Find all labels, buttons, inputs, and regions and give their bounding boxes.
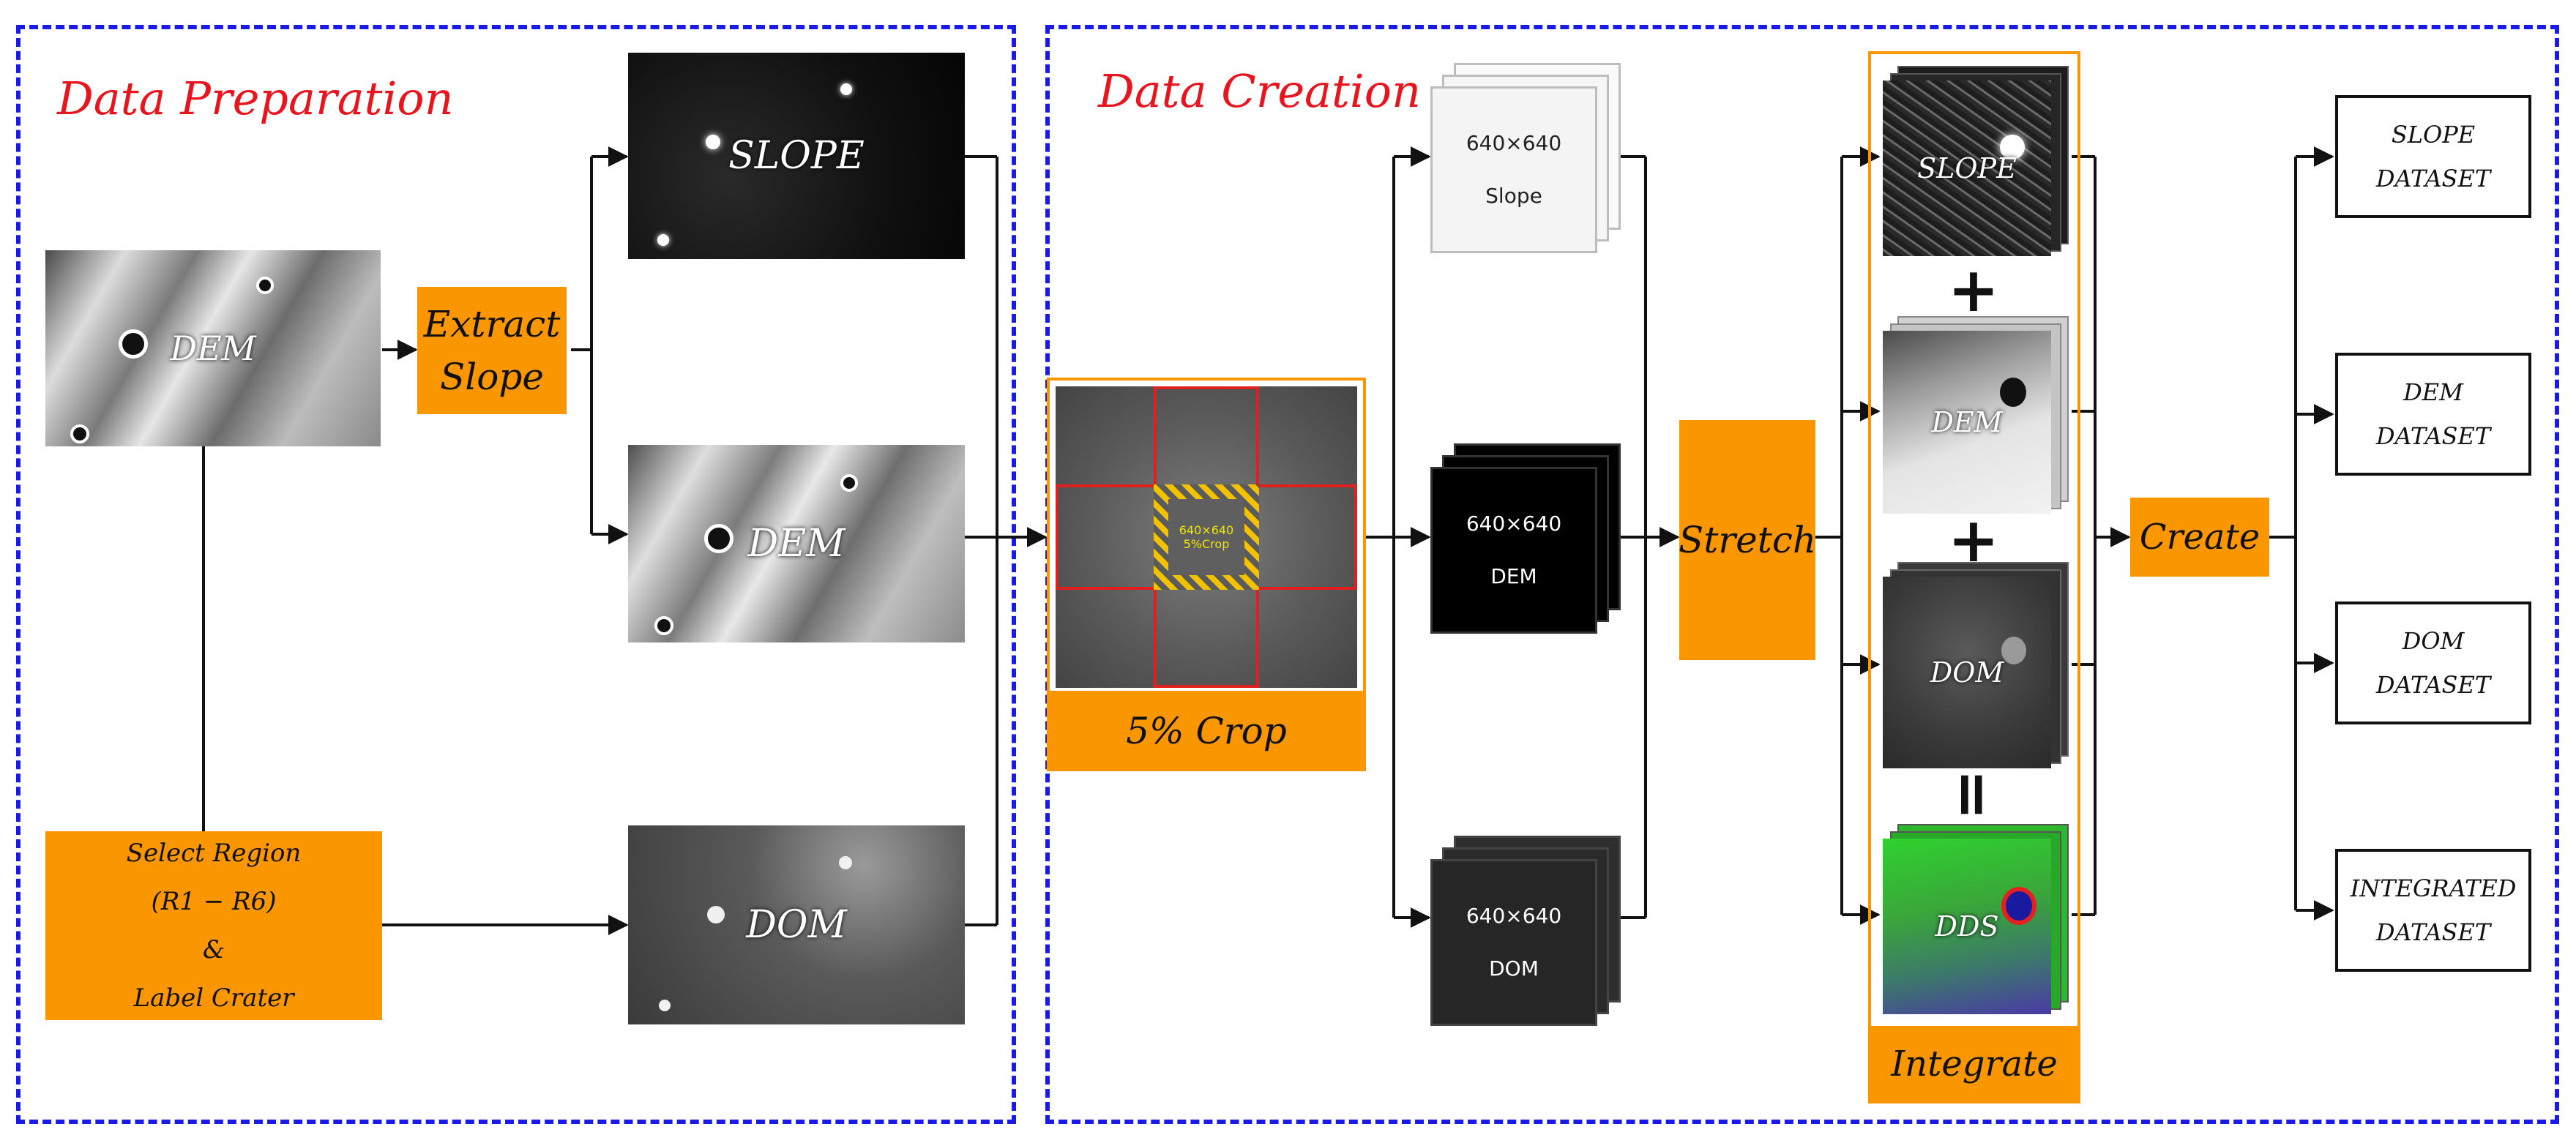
dem-tile-name: DEM	[1490, 564, 1537, 588]
dds-stack-label: DDS	[1935, 910, 1999, 942]
crater-dot	[840, 83, 852, 95]
slope-line: Slope	[440, 356, 544, 398]
dem-source-image: DEM	[45, 250, 381, 446]
dds-stack-image: DDS	[1883, 839, 2051, 1014]
slope-tile: 640×640 Slope	[1430, 86, 1597, 253]
integrate-label: Integrate	[1891, 1043, 2058, 1084]
crop-label: 5% Crop	[1126, 710, 1287, 752]
dom-tile-size: 640×640	[1466, 904, 1562, 928]
crop-label-box: 5% Crop	[1047, 691, 1366, 771]
dem-tile-size: 640×640	[1466, 511, 1562, 536]
dom-dataset-box: DOM DATASET	[2335, 602, 2531, 724]
slope-image: SLOPE	[628, 53, 965, 259]
dem-image: DEM	[628, 445, 965, 642]
dem-stack-label: DEM	[1931, 406, 2003, 438]
dom-image: DOM	[628, 825, 965, 1024]
create-label: Create	[2139, 517, 2260, 558]
crop-center-inner: 640×640 5%Crop	[1168, 499, 1244, 575]
crater-dot	[119, 329, 148, 359]
data-preparation-panel	[16, 25, 1016, 1124]
crop-inner-percent: 5%Crop	[1183, 537, 1230, 551]
dem-stack-image: DEM	[1883, 331, 2051, 514]
crop-inner-size: 640×640	[1179, 523, 1234, 537]
slope-dataset-box: SLOPE DATASET	[2335, 95, 2531, 218]
plus-symbol: +	[1947, 504, 2000, 576]
crater-dot	[840, 474, 858, 492]
select-region-box: Select Region (R1 − R6) & Label Crater	[45, 831, 382, 1020]
dom-tile: 640×640 DOM	[1430, 859, 1597, 1026]
data-preparation-title: Data Preparation	[57, 72, 454, 125]
region-range-line: (R1 − R6)	[151, 887, 277, 916]
select-region-line: Select Region	[126, 839, 302, 868]
dom-dataset-line2: DATASET	[2375, 671, 2491, 699]
crater-dot	[2000, 378, 2026, 407]
dem-source-label: DEM	[170, 329, 256, 368]
slope-tile-name: Slope	[1485, 184, 1542, 208]
plus-symbol: +	[1947, 254, 2000, 326]
integrated-dataset-line1: INTEGRATED	[2350, 874, 2517, 902]
integrated-dataset-box: INTEGRATED DATASET	[2335, 849, 2531, 972]
crater-dot	[707, 906, 725, 923]
crater-dot	[2000, 135, 2025, 160]
integrate-box: Integrate	[1870, 1026, 2079, 1102]
dom-tile-name: DOM	[1489, 956, 1539, 981]
extract-line: Extract	[423, 303, 561, 345]
crater-dot	[657, 234, 669, 246]
stretch-box: Stretch	[1678, 420, 1817, 660]
extract-slope-box: Extract Slope	[417, 287, 567, 414]
dom-image-label: DOM	[746, 903, 847, 947]
dom-stack-label: DOM	[1930, 656, 2004, 689]
crater-dot	[706, 135, 720, 149]
crater-dot	[704, 524, 733, 553]
crater-dot	[2001, 887, 2036, 925]
dom-dataset-line1: DOM	[2402, 627, 2465, 655]
slope-stack-image: SLOPE	[1883, 80, 2051, 256]
slope-dataset-line1: SLOPE	[2391, 121, 2476, 149]
ampersand-line: &	[202, 935, 225, 964]
integrate-frame	[1868, 51, 2080, 1103]
crater-dot	[654, 616, 673, 635]
slope-tile-size: 640×640	[1466, 131, 1562, 155]
crater-dot	[659, 1000, 671, 1011]
dem-dataset-line2: DATASET	[2375, 422, 2491, 450]
crop-image: 640×640 5%Crop	[1056, 386, 1357, 688]
dem-tile: 640×640 DEM	[1430, 467, 1597, 634]
integrated-dataset-line2: DATASET	[2375, 918, 2491, 946]
slope-stack-label: SLOPE	[1917, 152, 2017, 184]
crater-dot	[2001, 637, 2026, 664]
crater-dot	[256, 277, 274, 294]
dem-dataset-box: DEM DATASET	[2335, 353, 2531, 476]
slope-image-label: SLOPE	[728, 134, 865, 178]
create-box: Create	[2130, 498, 2269, 577]
dem-dataset-line1: DEM	[2403, 378, 2463, 406]
crater-dot	[70, 424, 89, 443]
crater-dot	[839, 856, 852, 869]
dom-stack-image: DOM	[1883, 577, 2051, 768]
slope-dataset-line2: DATASET	[2375, 165, 2491, 192]
data-creation-title: Data Creation	[1098, 64, 1421, 118]
stretch-label: Stretch	[1678, 519, 1817, 561]
label-crater-line: Label Crater	[133, 983, 294, 1013]
dem-image-label: DEM	[747, 522, 845, 566]
